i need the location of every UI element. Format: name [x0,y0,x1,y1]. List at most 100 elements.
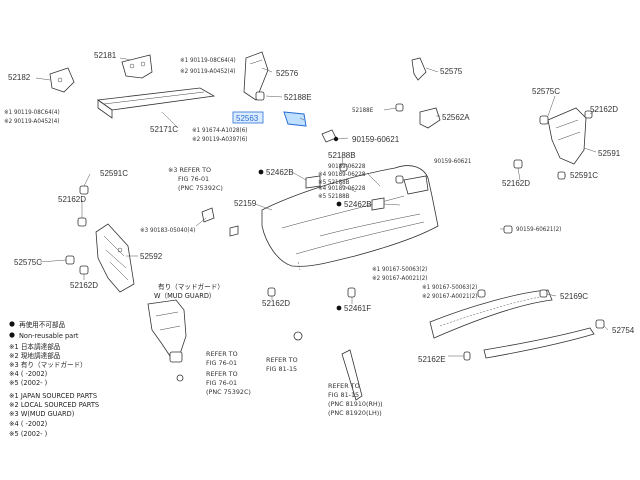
bracket-52182[interactable] [49,67,75,93]
bracket-52591-rh[interactable] [539,107,587,180]
ref4-line-a[interactable]: REFER TO [266,356,298,364]
ref1-line-a[interactable]: ※3 REFER TO [168,166,211,174]
label-52591C-rh[interactable]: 52591C [570,171,598,180]
bolt-notes: ※1 90119-08C64(4) ※2 90119-A0452(4) ※1 9… [4,57,477,300]
non-reusable-dot-52462B-b [336,201,342,207]
ref3-line-a[interactable]: REFER TO [206,370,238,378]
screw-52162D-center[interactable] [267,287,276,297]
legend-line-3: ※1 日本調達部品 [9,342,61,351]
label-52182[interactable]: 52182 [8,73,31,82]
mud-guard[interactable] [147,299,187,382]
label-52162D-rh2[interactable]: 52162D [502,179,530,188]
ref5-line-a[interactable]: REFER TO [328,382,360,390]
label-52754[interactable]: 52754 [612,326,635,335]
legend-line-11: ※4 ( -2002) [9,420,47,428]
ref2-line-b[interactable]: FIG 76-01 [206,359,237,367]
label-52162D-rh[interactable]: 52162D [590,105,618,114]
bracket-52181[interactable] [121,54,153,79]
ref5-line-d[interactable]: (PNC 81920(LH)) [328,409,382,417]
legend-line-8: ※1 JAPAN SOURCED PARTS [9,392,97,400]
mudguard-caption: 有り（マッドガード） W（MUD GUARD） [154,282,224,300]
ref4-line-b[interactable]: FIG 81-15 [266,365,297,373]
label-52575C-lh[interactable]: 52575C [14,258,42,267]
clip-52188E[interactable] [255,91,265,101]
label-52462B-b[interactable]: 52462B [344,200,372,209]
support-52576[interactable] [243,51,269,101]
note-mid-1: ※1 91674-A1028(6) [192,127,247,134]
label-90159-60621[interactable]: 90159-60621 [352,135,400,144]
ref1-line-c[interactable]: (PNC 75392C) [178,184,223,192]
note-left-1: ※1 90119-08C64(4) [4,109,60,116]
legend-line-7: ※5 (2002- ) [9,379,47,387]
legend-line-5: ※3 有り（マッドガード） [9,360,87,369]
spacer-52563[interactable] [283,111,307,127]
label-52159[interactable]: 52159 [234,199,257,208]
clip-52591C-lh[interactable] [65,185,89,275]
clip-52462B[interactable] [305,175,385,211]
label-52188E-a[interactable]: 52188E [284,93,312,102]
bumper-cover-52159[interactable] [261,165,439,271]
moulding-52754[interactable] [483,319,605,359]
note-mid-2: ※2 90119-A0397(6) [192,136,247,143]
label-52162D-center[interactable]: 52162D [262,299,290,308]
note-center-2: ※4 90189-06228 [318,171,366,178]
note-center-5: ※5 52188B [318,193,350,200]
label-52591C-lh[interactable]: 52591C [100,169,128,178]
ref5-line-b[interactable]: FIG 81-15 [328,391,359,399]
label-52188E-b[interactable]: 52188E [352,107,374,114]
note-right-2: ※2 90167-A0021(2) [372,275,427,282]
note-right-3: ※1 90167-50063(2) [422,284,477,291]
ref1-line-b[interactable]: FIG 76-01 [178,175,209,183]
label-52461F[interactable]: 52461F [344,304,371,313]
clip-52162E[interactable] [463,351,471,361]
clip-52188B[interactable] [339,163,404,184]
label-52162E[interactable]: 52162E [418,355,446,364]
label-52591[interactable]: 52591 [598,149,621,158]
label-90159-60621-2[interactable]: 90159-60621(2) [516,226,561,233]
ref2-line-a[interactable]: REFER TO [206,350,238,358]
mudguard-bracket-52592[interactable] [95,223,135,293]
note-right-1: ※1 90167-50063(2) [372,266,427,273]
label-52575[interactable]: 52575 [440,67,463,76]
bracket-52575[interactable] [411,57,427,81]
legend-line-1: 再使用不可部品 [19,320,66,329]
ref5-line-c[interactable]: (PNC 81910(RH)) [328,400,383,408]
clip-52461F[interactable] [347,287,356,298]
legend-line-6: ※4 ( -2002) [9,370,47,378]
label-52563[interactable]: 52563 [236,114,259,123]
ref3-line-c[interactable]: (PNC 75392C) [206,388,251,396]
retainer-52562A[interactable] [395,103,441,129]
legend-line-2: Non-reusable part [19,332,79,340]
label-52592[interactable]: 52592 [140,252,163,261]
part-labels: 52181 52182 52171C 52576 52188E 52563 90… [8,51,635,364]
leader-lines [35,57,609,357]
label-52169C[interactable]: 52169C [560,292,588,301]
refer-notes: ※3 REFER TO FIG 76-01 (PNC 75392C) REFER… [168,166,383,417]
nut-90183-05040[interactable] [201,207,239,237]
highlight-box-52563 [232,111,264,124]
cover-52169C[interactable] [429,289,553,339]
label-52575C-rh[interactable]: 52575C [532,87,560,96]
label-52171C[interactable]: 52171C [150,125,178,134]
legend-line-4: ※2 現地調達部品 [9,351,61,360]
screw-90159-60621-center[interactable] [503,225,513,234]
note-mud-3: ※3 90183-05040(4) [140,227,195,234]
reflector-rod[interactable] [341,349,363,401]
fastener-ref-81-15[interactable] [293,331,303,341]
label-52462B-a[interactable]: 52462B [266,168,294,177]
legend-line-10: ※3 W(MUD GUARD) [9,410,74,418]
label-52188B[interactable]: 52188B [328,151,356,160]
label-52162D-lh2[interactable]: 52162D [70,281,98,290]
label-52181[interactable]: 52181 [94,51,117,60]
label-90159-60621-b[interactable]: 90159-60621 [434,158,472,165]
bolt-90159-60621[interactable] [321,129,339,143]
label-52162D-lh[interactable]: 52162D [58,195,86,204]
label-52576[interactable]: 52576 [276,69,299,78]
ref3-line-b[interactable]: FIG 76-01 [206,379,237,387]
legend-dot-jp [9,321,15,327]
non-reusable-dot-52462B-a [258,169,264,175]
reinforcement-52171C[interactable] [96,87,216,119]
label-52562A[interactable]: 52562A [442,113,470,122]
legend: 再使用不可部品 Non-reusable part ※1 日本調達部品 ※2 現… [9,320,99,438]
